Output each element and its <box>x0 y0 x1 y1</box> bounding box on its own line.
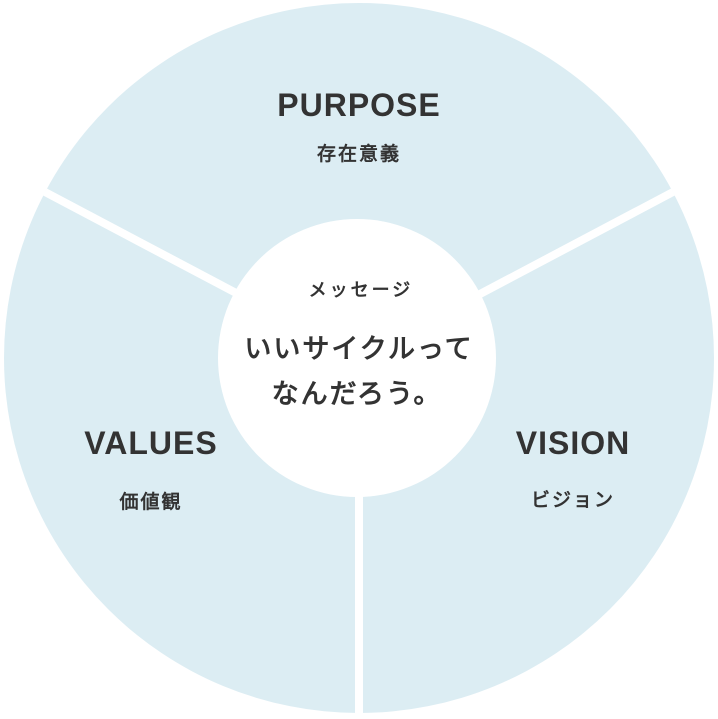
values-title: VALUES <box>84 425 217 461</box>
values-subtitle: 価値観 <box>118 490 182 513</box>
purpose-title: PURPOSE <box>277 87 440 123</box>
center-message-line-1: いいサイクルって <box>244 334 473 365</box>
center-label: メッセージ <box>309 280 414 301</box>
center-message-line-2: なんだろう。 <box>272 379 443 410</box>
purpose-subtitle: 存在意義 <box>317 142 401 165</box>
vision-subtitle: ビジョン <box>531 489 615 511</box>
center-circle <box>218 219 496 497</box>
vision-title: VISION <box>516 425 630 461</box>
